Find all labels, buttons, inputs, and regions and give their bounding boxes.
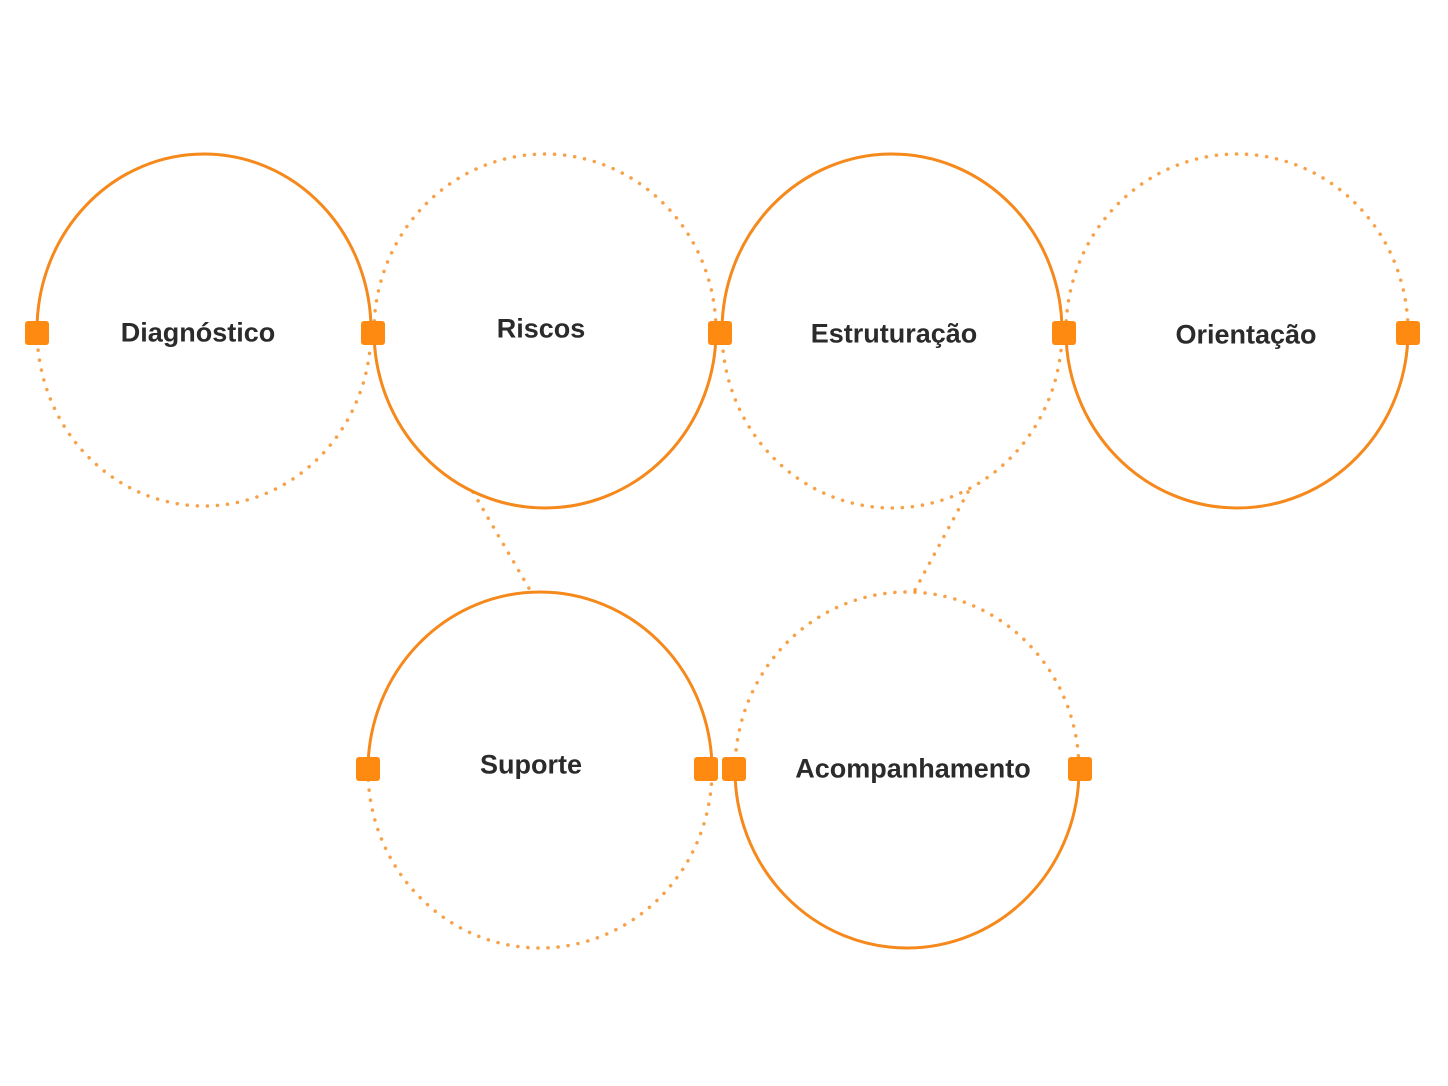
connector-node-square <box>1052 321 1076 345</box>
circle-bottom-arc <box>35 328 373 508</box>
connector-line <box>471 490 532 592</box>
circle-top-arc <box>35 152 373 331</box>
circle-bottom-arc <box>366 768 714 950</box>
connector-node-square <box>1068 757 1092 781</box>
label-suporte: Suporte <box>479 749 583 780</box>
connector-line <box>913 490 970 592</box>
connector-node-square <box>708 321 732 345</box>
circle-bottom-arc <box>1064 330 1410 510</box>
connector-node-square <box>694 757 718 781</box>
circle-bottom-arc <box>720 329 1064 510</box>
circle-top-arc <box>720 152 1064 332</box>
connector-node-square <box>722 757 746 781</box>
label-diagnostico: Diagnóstico <box>120 317 276 348</box>
label-estruturacao: Estruturação <box>810 318 978 349</box>
connector-node-square <box>356 757 380 781</box>
label-orientacao: Orientação <box>1175 319 1317 350</box>
circle-top-arc <box>366 590 714 771</box>
label-acompanhamento: Acompanhamento <box>795 753 1031 784</box>
circle-bottom-arc <box>372 330 718 510</box>
circle-bottom-arc <box>733 769 1081 950</box>
label-riscos: Riscos <box>496 313 586 344</box>
circle-top-arc <box>1064 152 1410 333</box>
connector-node-square <box>361 321 385 345</box>
connector-node-square <box>25 321 49 345</box>
connector-node-square <box>1396 321 1420 345</box>
circle-top-arc <box>733 590 1081 772</box>
circle-top-arc <box>372 152 718 333</box>
